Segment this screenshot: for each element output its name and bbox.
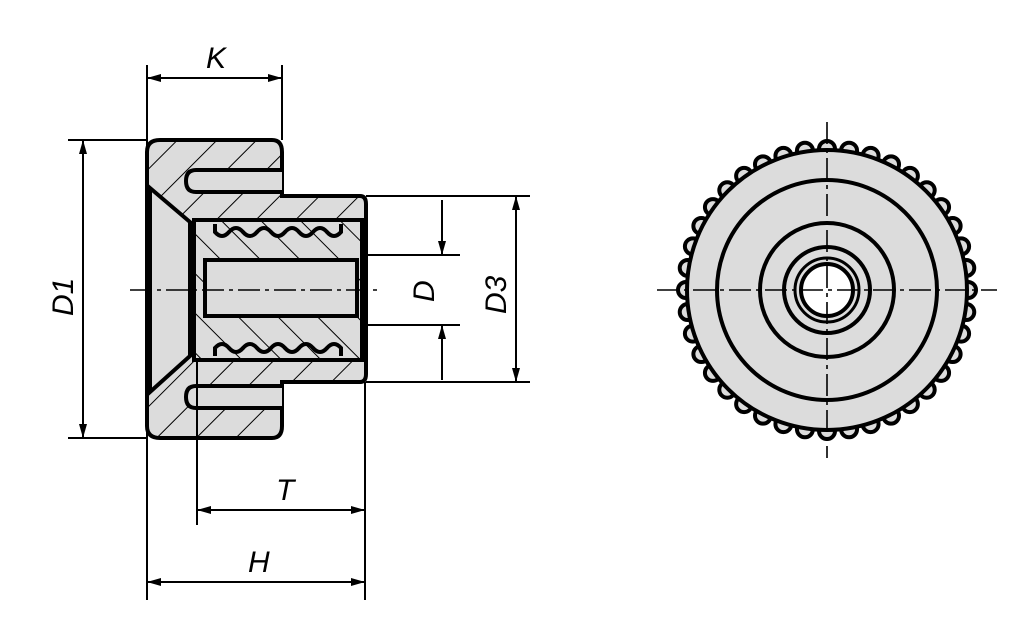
groove-top [183,168,282,194]
label-D3: D3 [480,275,513,314]
label-T: T [276,474,297,507]
bore [203,258,359,318]
groove-bottom [183,384,282,410]
front-view [657,122,997,458]
thread-top [213,224,343,238]
thread-bottom [213,342,343,356]
label-H: H [248,546,270,579]
section-view [130,138,382,440]
label-D1: D1 [47,278,80,316]
dimensions: K D1 D D3 T H [47,42,530,600]
label-D: D [408,280,441,302]
label-K: K [206,42,228,75]
